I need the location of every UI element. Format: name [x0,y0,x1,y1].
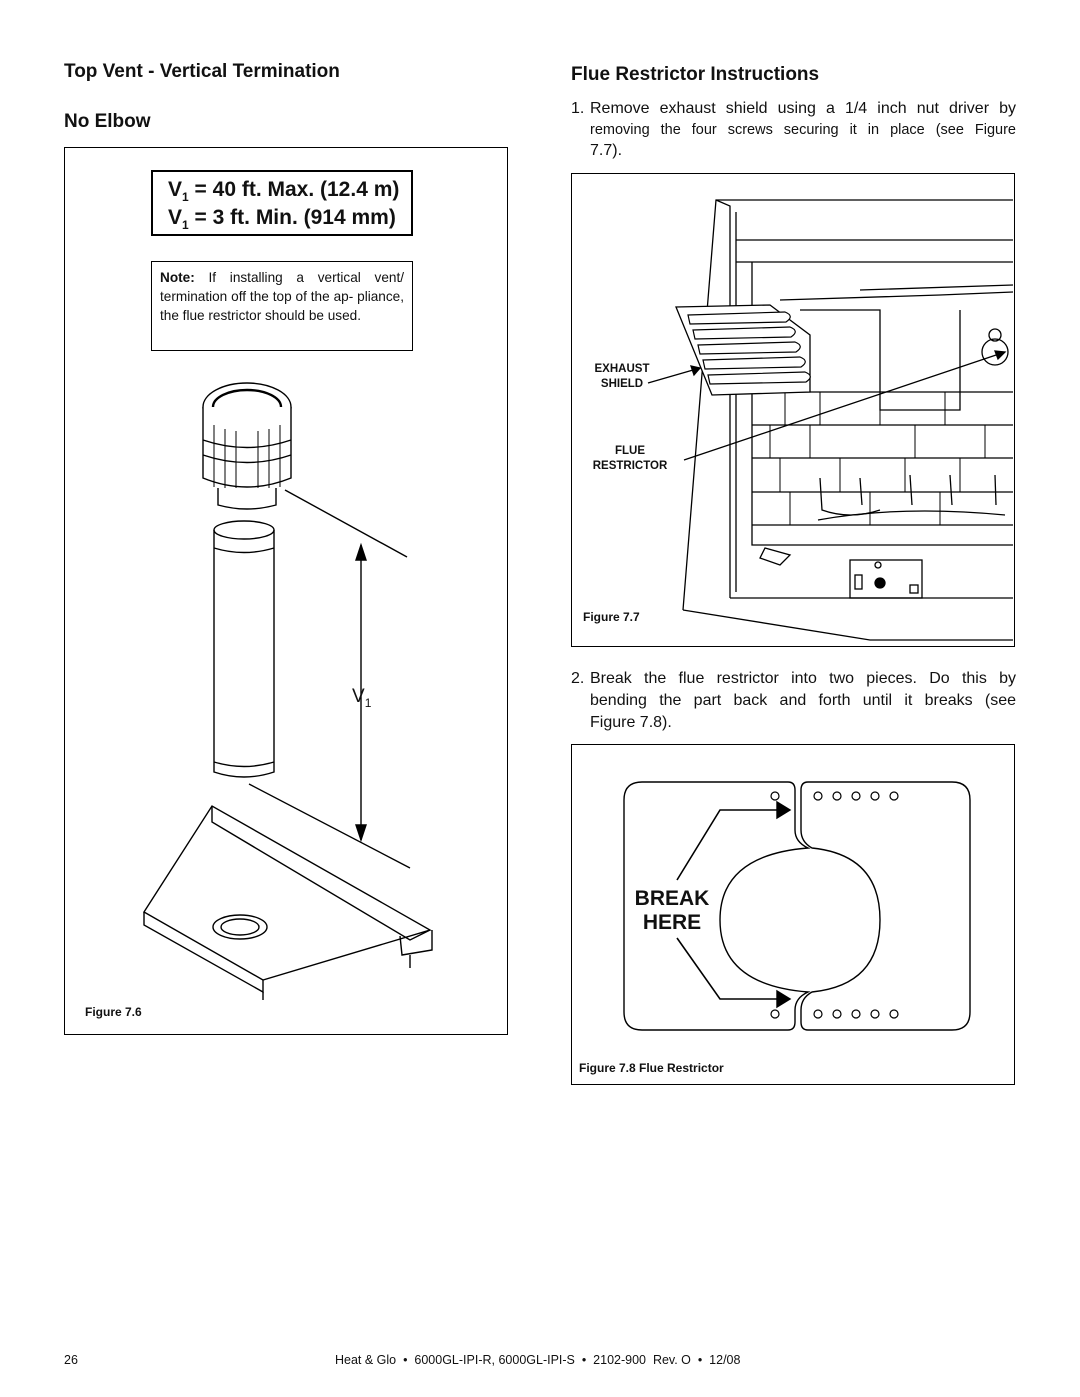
figure-7-7-caption: Figure 7.7 [583,610,640,624]
step-1-line-2: removing the four screws securing it in … [590,122,1016,138]
vent-max-length: V1 = 40 ft. Max. (12.4 m) [168,178,400,205]
section-title-flue-restrictor: Flue Restrictor Instructions [571,64,820,85]
figure-7-6-caption: Figure 7.6 [85,1005,142,1019]
step-2-line-2: bending the part back and forth until it… [590,692,1016,709]
vent-min-length: V1 = 3 ft. Min. (914 mm) [168,206,396,233]
step-2-line-1: Break the flue restrictor into two piece… [590,670,1016,687]
step-2-number: 2. [571,670,585,687]
figure-7-6-frame: V1 = 40 ft. Max. (12.4 m) V1 = 3 ft. Min… [64,147,508,1035]
step-2-line-3: Figure 7.8). [590,714,672,731]
section-subtitle-no-elbow: No Elbow [64,111,151,132]
vent-length-spec-box: V1 = 40 ft. Max. (12.4 m) V1 = 3 ft. Min… [151,170,413,236]
footer-text: Heat & Glo • 6000GL-IPI-R, 6000GL-IPI-S … [335,1353,741,1367]
step-1-line-1: Remove exhaust shield using a 1/4 inch n… [590,100,1016,117]
note-box: Note: If installing a vertical vent/ ter… [151,261,413,351]
step-1-number: 1. [571,100,585,117]
section-title-top-vent: Top Vent - Vertical Termination [64,61,340,82]
step-1-line-3: 7.7). [590,142,623,159]
page-number: 26 [64,1353,78,1367]
dimension-v1-label: V1 [352,686,372,710]
figure-7-8-caption: Figure 7.8 Flue Restrictor [579,1061,724,1075]
note-text: Note: If installing a vertical vent/ ter… [160,270,404,323]
